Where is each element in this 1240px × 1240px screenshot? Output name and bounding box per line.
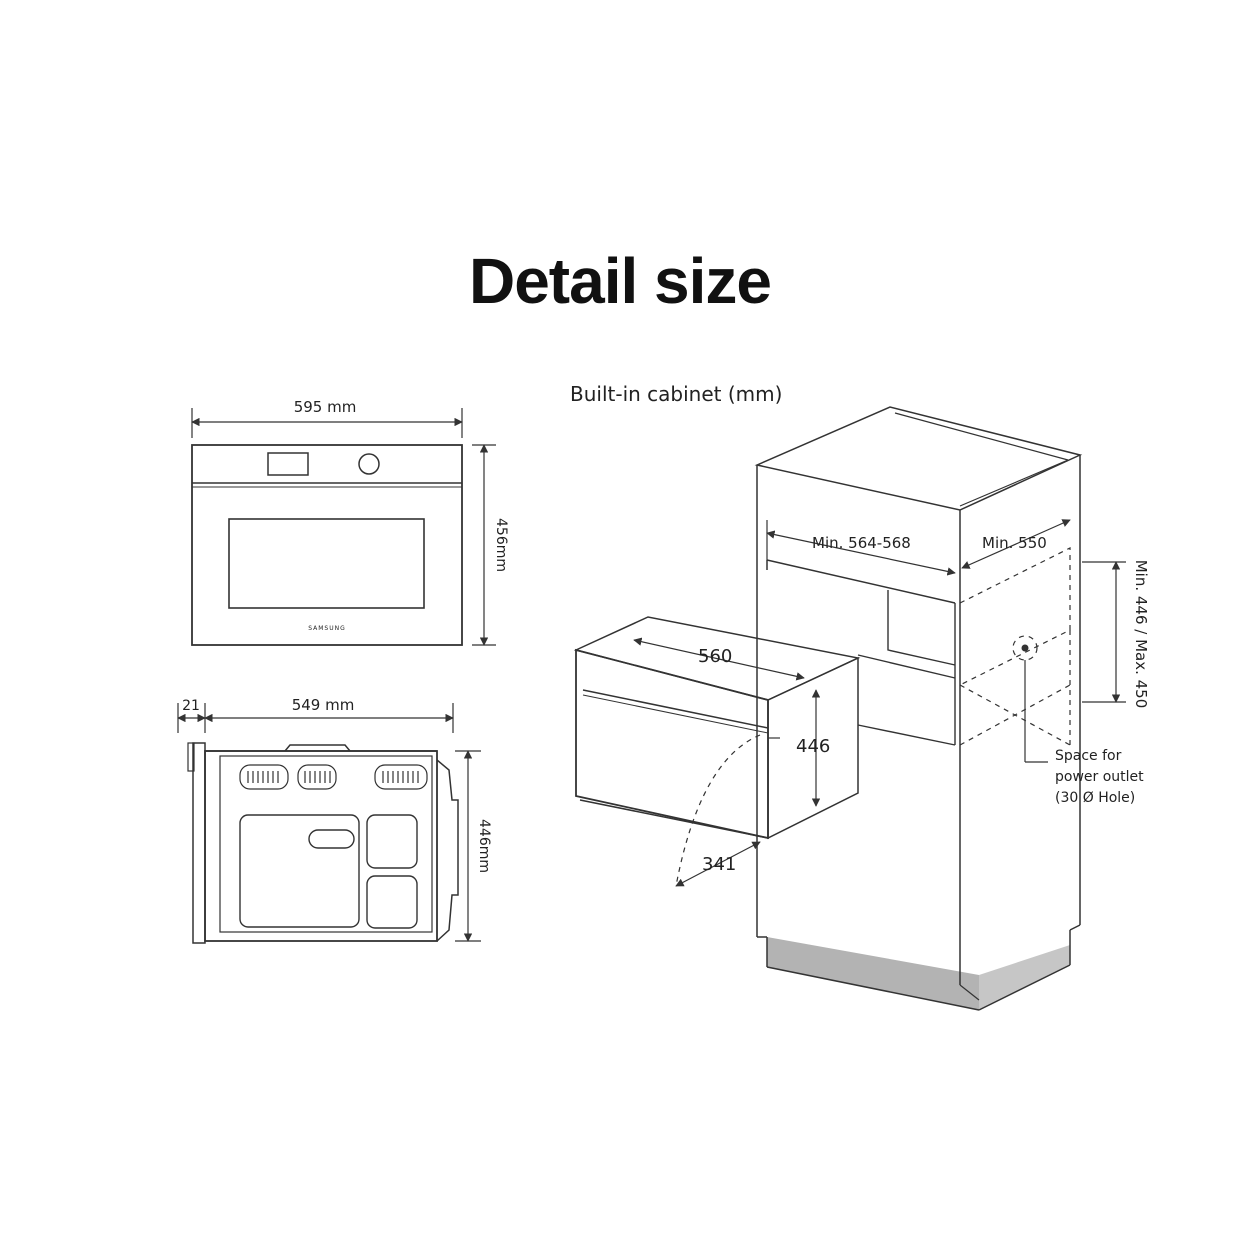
door-swing-label: 341 (702, 854, 736, 875)
vent-slots (239, 764, 428, 790)
front-view: 595 mm SAMSUNG 456mm (191, 398, 509, 646)
oven-depth-label: 560 (698, 646, 732, 667)
cabinet-depth-label: Min. 550 (982, 534, 1047, 552)
power-outlet-icon (1012, 635, 1038, 661)
oven-insert: 560 446 341 (573, 616, 861, 887)
front-oven-body (191, 444, 463, 646)
display-panel (267, 452, 309, 476)
built-in-cabinet: Built-in cabinet (mm) Min. 564- (570, 382, 1150, 1011)
page-title: Detail size (468, 245, 772, 317)
side-height-label: 446mm (476, 819, 492, 873)
cabinet-width-label: Min. 564-568 (812, 534, 911, 552)
side-oven-body (204, 750, 438, 942)
front-width-label: 595 mm (294, 398, 357, 416)
oven-window (228, 518, 425, 609)
side-view: 21 549 mm (177, 696, 492, 944)
oven-height-label: 446 (796, 736, 830, 757)
cabinet-plinth (767, 937, 979, 1010)
side-offset-label: 21 (182, 698, 200, 714)
cabinet-height-label: Min. 446 / Max. 450 (1132, 560, 1150, 709)
power-outlet-note: Space for power outlet (30 Ø Hole) (1055, 748, 1148, 806)
control-knob-icon (358, 453, 380, 475)
brand-logo: SAMSUNG (308, 625, 346, 632)
side-depth-label: 549 mm (292, 696, 355, 714)
cabinet-heading: Built-in cabinet (mm) (570, 382, 782, 406)
front-height-label: 456mm (493, 518, 509, 572)
